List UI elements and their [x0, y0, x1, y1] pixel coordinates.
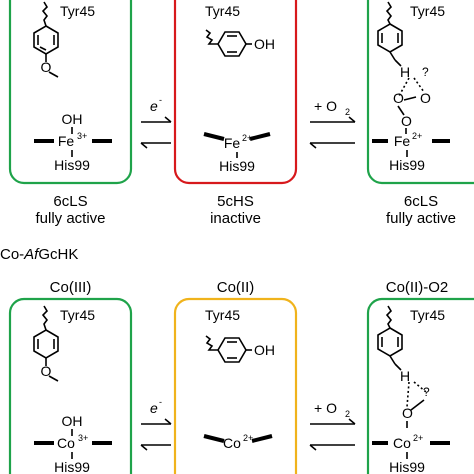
top-panel-fe2-o2-6cls: Tyr45 H ? O O O Fe 2+ His99 — [366, 0, 474, 185]
electron-label: e — [150, 400, 158, 416]
oxidation-state: 3+ — [78, 433, 88, 443]
equilibrium-arrow-top-left — [140, 116, 172, 149]
oxidation-state: 3+ — [77, 131, 87, 141]
metal-center: Fe — [58, 133, 75, 149]
state-caption: 6cLS fully active — [10, 193, 131, 227]
bottom-panel-co2: Tyr45 OH Co 2+ — [173, 297, 298, 474]
residue-label: Tyr45 — [60, 3, 95, 19]
question-mark: ? — [422, 65, 429, 79]
metal-center: Co — [393, 435, 411, 451]
metal-center: Fe — [224, 135, 241, 151]
green-frame — [8, 297, 133, 474]
his-ligand: His99 — [389, 459, 425, 474]
electron-charge: - — [159, 95, 162, 105]
equilibrium-arrow-bottom-right — [309, 418, 356, 451]
hydrogen-label: H — [400, 368, 410, 384]
activity-state: fully active — [35, 210, 106, 227]
activity-state: fully active — [385, 210, 457, 227]
oxygen-atom: O — [402, 405, 413, 421]
hydrogen-bond-dots — [398, 77, 425, 97]
oxygen-subscript: 2 — [345, 107, 350, 117]
metal-center: Fe — [394, 133, 411, 149]
spin-state: 5cHS — [217, 193, 254, 210]
hydroxyl-label: OH — [254, 342, 275, 358]
question-mark: ? — [423, 385, 430, 399]
tyrosine-icon — [33, 1, 59, 78]
oxygen-addition-label: + O — [314, 400, 337, 416]
green-frame — [366, 0, 474, 185]
bottom-panel-co2-o2: Tyr45 H ? O Co 2+ His99 — [366, 297, 474, 474]
equilibrium-arrow-top-right — [309, 116, 356, 149]
orange-frame — [173, 297, 298, 474]
electron-label: e — [150, 98, 158, 114]
o-atom: O — [41, 59, 52, 75]
hydroxyl-label: OH — [254, 36, 275, 52]
oxygen-atom: O — [393, 90, 404, 106]
his-ligand: His99 — [219, 158, 255, 174]
residue-label: Tyr45 — [205, 307, 240, 323]
residue-label: Tyr45 — [60, 307, 95, 323]
activity-state: inactive — [210, 210, 261, 227]
top-panel-fe3-6cls: Tyr45 O OH Fe 3+ His99 — [8, 0, 133, 185]
red-frame — [173, 0, 298, 185]
oxidation-state: 2+ — [412, 131, 422, 141]
oxidation-state: 2+ — [243, 433, 253, 443]
state-caption: 5cHS inactive — [175, 193, 296, 227]
spin-state: 6cLS — [403, 193, 439, 210]
tyrosine-icon — [377, 1, 403, 67]
residue-label: Tyr45 — [410, 307, 445, 323]
green-frame — [366, 297, 474, 474]
residue-label: Tyr45 — [205, 3, 240, 19]
metal-center: Co — [57, 435, 75, 451]
oxygen-atom: O — [401, 113, 412, 129]
bottom-panel-co3: Tyr45 O OH Co 3+ His99 — [8, 297, 133, 474]
oxidation-header: Co(II) — [216, 279, 255, 296]
residue-label: Tyr45 — [410, 3, 445, 19]
oxygen-atom: O — [420, 90, 431, 106]
heme-plane — [203, 132, 225, 141]
heme-plane — [203, 434, 225, 443]
o-atom: O — [41, 363, 52, 379]
his-ligand: His99 — [54, 459, 90, 474]
spin-state: 6cLS — [53, 193, 88, 210]
oxidation-state: 2+ — [242, 133, 252, 143]
state-caption: 6cLS fully active — [368, 193, 474, 227]
his-ligand: His99 — [389, 157, 425, 173]
his-ligand: His99 — [54, 157, 90, 173]
top-panel-fe2-5chs: Tyr45 OH Fe 2+ His99 — [173, 0, 298, 185]
green-frame — [8, 0, 133, 185]
section-title: Co-AfGcHK — [0, 246, 79, 263]
electron-charge: - — [159, 397, 162, 407]
metal-center: Co — [223, 435, 241, 451]
oxidation-header: Co(III) — [49, 279, 92, 296]
axial-oh: OH — [62, 413, 83, 429]
axial-oh: OH — [62, 111, 83, 127]
oxidation-state: 2+ — [413, 433, 423, 443]
equilibrium-arrow-bottom-left — [140, 418, 172, 451]
hydrogen-label: H — [400, 64, 410, 80]
oxygen-subscript: 2 — [345, 409, 350, 419]
tyrosine-icon — [377, 305, 403, 371]
oxygen-addition-label: + O — [314, 98, 337, 114]
oxidation-header: Co(II)-O2 — [385, 279, 449, 296]
tyrosine-icon — [33, 305, 59, 382]
tyrosine-icon — [205, 335, 252, 363]
tyrosine-icon — [205, 29, 252, 57]
